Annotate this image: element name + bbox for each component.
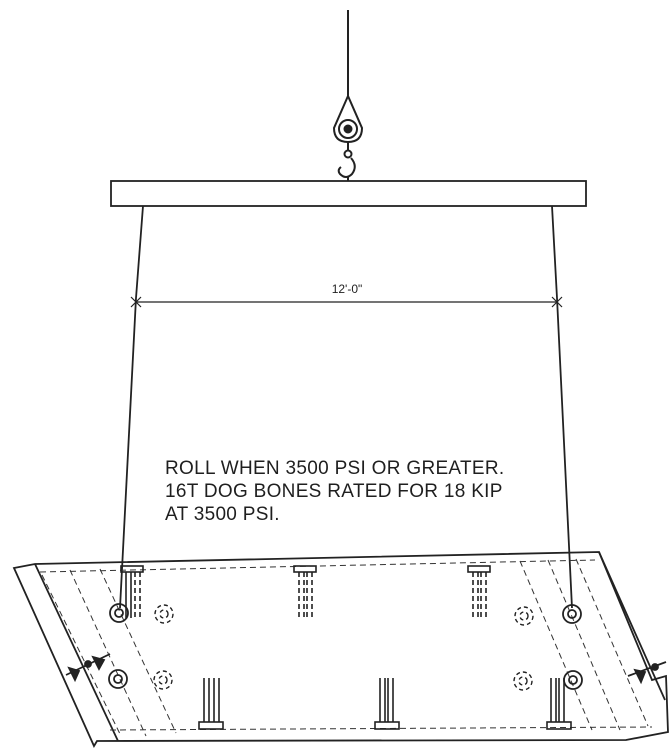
lifting-note: ROLL WHEN 3500 PSI OR GREATER. 16T DOG B… <box>165 457 504 526</box>
sling-left <box>119 205 144 609</box>
dog-bone-anchor-top <box>120 565 491 618</box>
lifting-insert-hidden <box>153 604 534 691</box>
dog-bone-anchor-bottom <box>198 678 572 730</box>
note-line-2: 16T DOG BONES RATED FOR 18 KIP <box>165 481 503 502</box>
span-dimension <box>130 296 563 308</box>
side-connector-right <box>627 661 667 685</box>
lifting-insert <box>108 603 583 690</box>
sling-right <box>551 205 573 609</box>
hook-icon <box>337 142 356 182</box>
note-line-3: AT 3500 PSI. <box>165 504 280 525</box>
precast-panel <box>12 551 669 748</box>
spreader-beam <box>110 180 587 207</box>
span-dimension-label: 12'-0" <box>332 282 363 296</box>
shackle-icon <box>332 93 364 144</box>
side-connector-left <box>65 653 111 683</box>
note-line-1: ROLL WHEN 3500 PSI OR GREATER. <box>165 458 505 479</box>
